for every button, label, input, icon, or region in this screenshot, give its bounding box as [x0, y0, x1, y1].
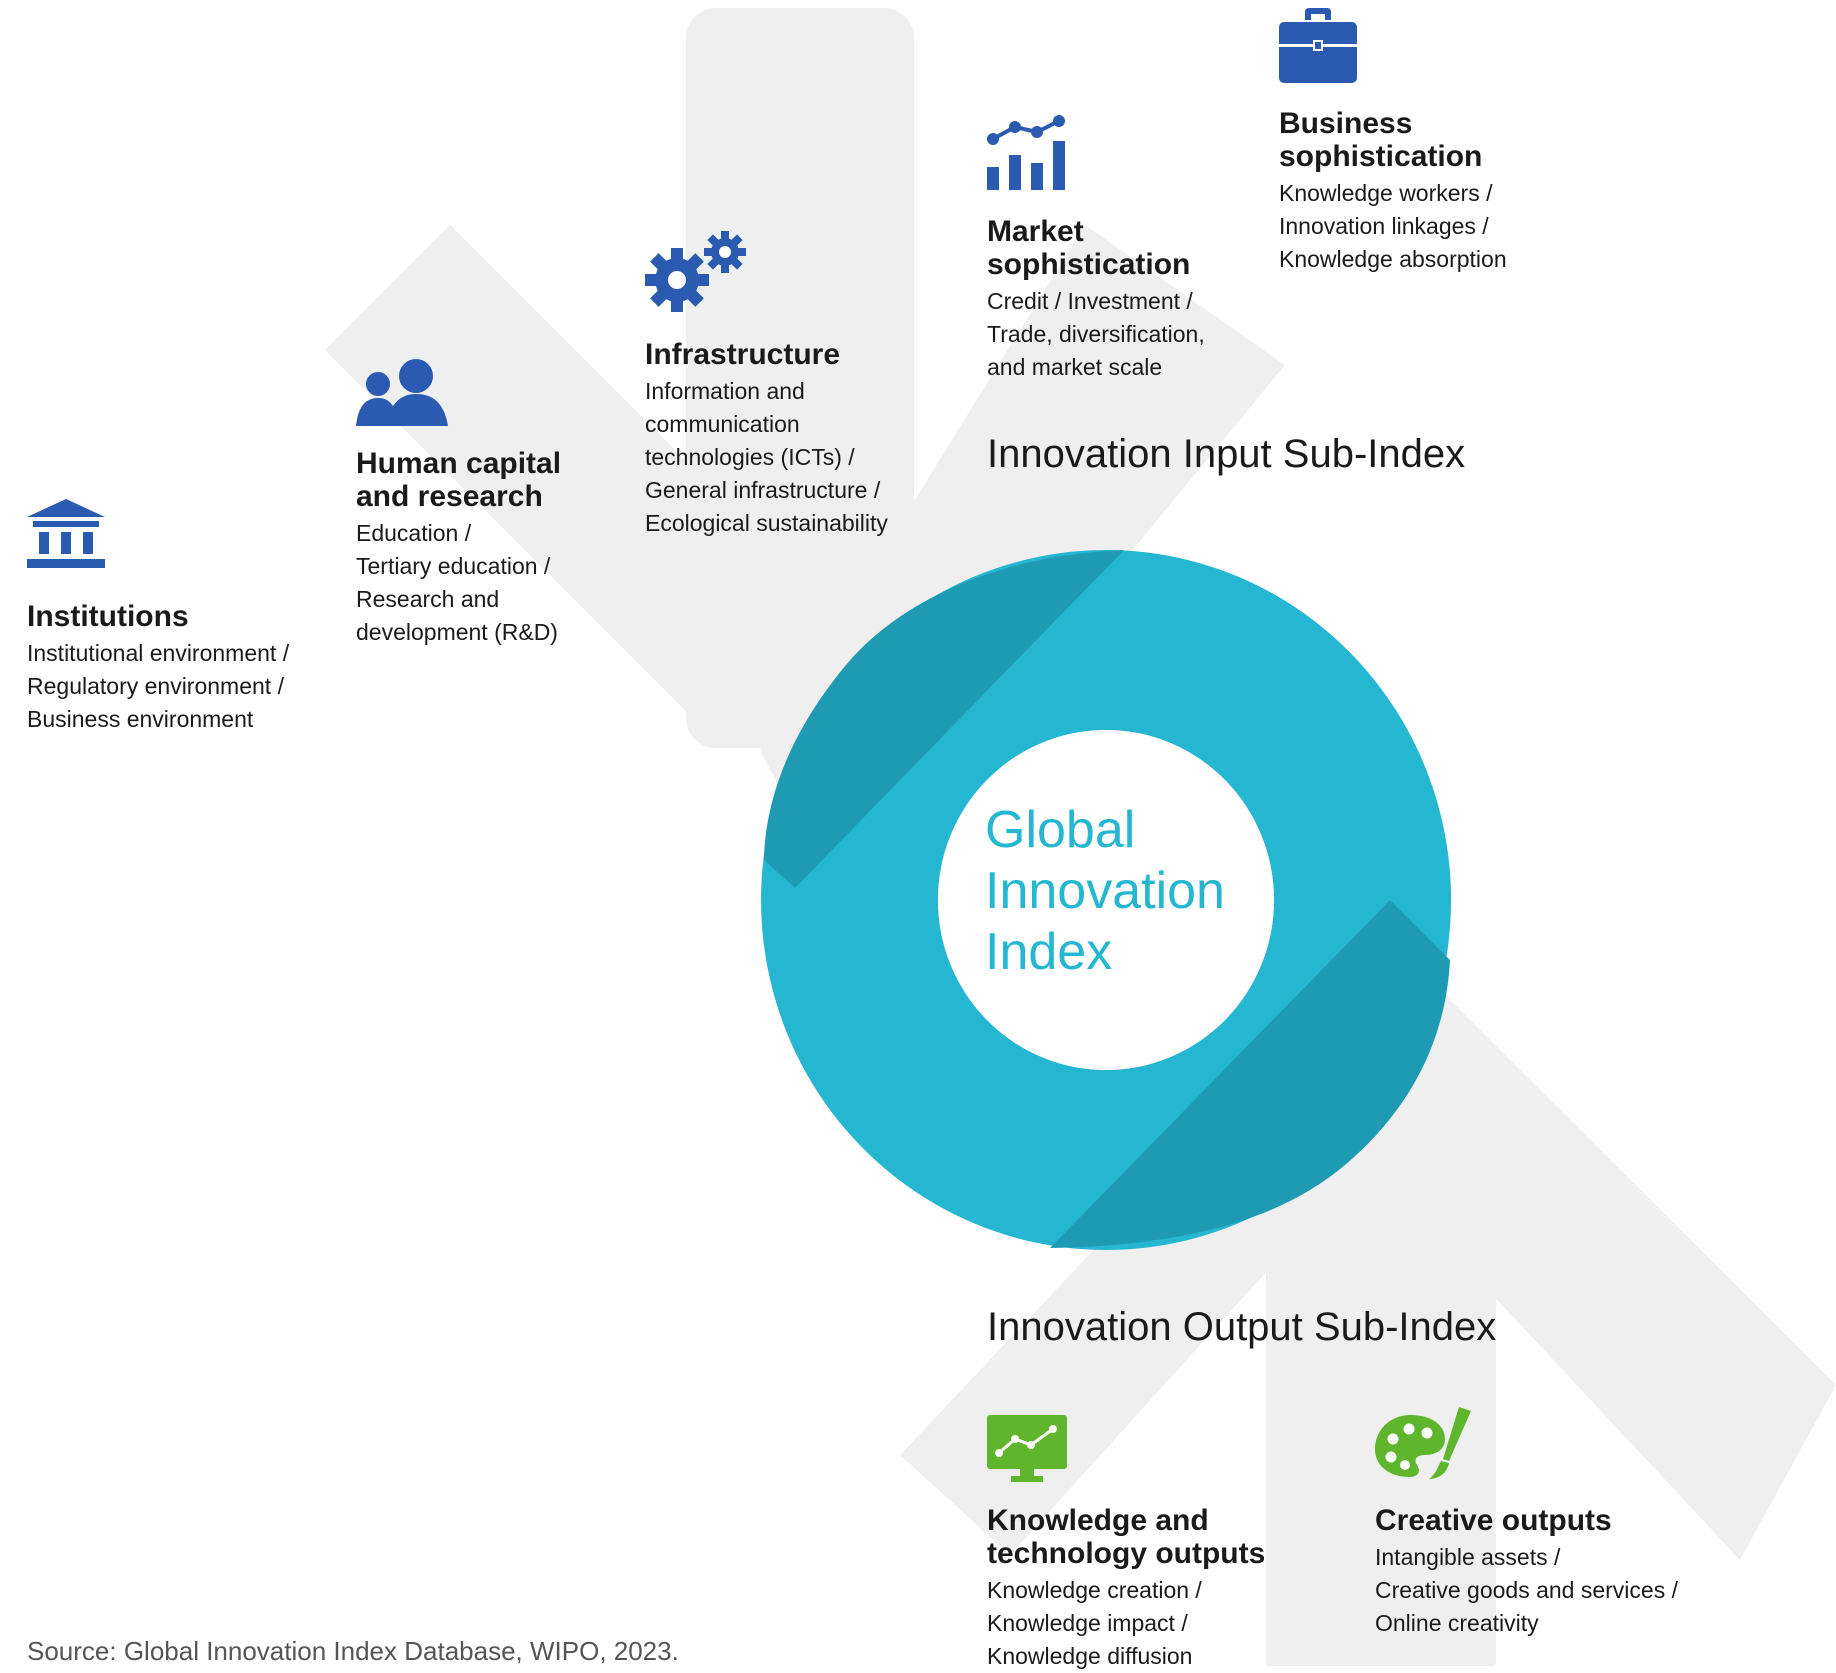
sub-pillar: Intangible assets / — [1375, 1544, 1561, 1570]
ring-group — [761, 550, 1452, 1251]
pillar-title-line: and research — [356, 480, 543, 513]
pillar-title: Infrastructure — [645, 338, 841, 371]
pillar-title: Human capital and research — [356, 447, 561, 513]
pillar-title: Business sophistication — [1279, 107, 1482, 173]
sub-pillar: development (R&D) — [356, 619, 558, 645]
sub-pillar: General infrastructure / — [645, 477, 881, 503]
gears-icon — [645, 231, 746, 312]
sub-pillar: Institutional environment / — [27, 640, 290, 666]
sub-pillar: Ecological sustainability — [645, 510, 888, 536]
sub-pillar: Credit / Investment / — [987, 288, 1193, 314]
sub-pillar: Regulatory environment / — [27, 673, 284, 699]
palette-icon — [1375, 1407, 1471, 1479]
pillar-title-line: Knowledge and — [987, 1504, 1209, 1537]
sub-pillar: Education / — [356, 520, 472, 546]
global-innovation-index-label: Global Innovation Index — [985, 800, 1225, 983]
sub-pillar: Information and — [645, 378, 805, 404]
input-subindex-heading: Innovation Input Sub-Index — [987, 432, 1466, 476]
sub-pillar: communication — [645, 411, 800, 437]
pillar-title-line: Market — [987, 215, 1084, 248]
pillar-title: Institutions — [27, 600, 189, 633]
ring-hole — [938, 730, 1274, 1070]
pillar-sub-pillars: Credit / Investment / Trade, diversifica… — [987, 285, 1205, 384]
sub-pillar: Innovation linkages / — [1279, 213, 1489, 239]
sub-pillar: Trade, diversification, — [987, 321, 1205, 347]
source-note: Source: Global Innovation Index Database… — [27, 1636, 679, 1666]
sub-pillar: Research and — [356, 586, 500, 612]
pillar-sub-pillars: Knowledge workers / Innovation linkages … — [1279, 177, 1507, 276]
center-label-line: Innovation — [985, 862, 1225, 920]
center-label-line: Index — [985, 923, 1113, 981]
sub-pillar: Business environment — [27, 706, 254, 732]
sub-pillar: Knowledge workers / — [1279, 180, 1493, 206]
pillar-title-line: technology outputs — [987, 1537, 1266, 1570]
sub-pillar: Tertiary education / — [356, 553, 551, 579]
pillar-sub-pillars: Institutional environment / Regulatory e… — [27, 637, 289, 736]
sub-pillar: technologies (ICTs) / — [645, 444, 855, 470]
band-output-diagonal-right — [1320, 960, 1836, 1560]
pillar-sub-pillars: Education / Tertiary education / Researc… — [356, 517, 558, 649]
pillar-title: Creative outputs — [1375, 1504, 1612, 1537]
sub-pillar: Knowledge diffusion — [987, 1643, 1193, 1669]
people-icon — [356, 359, 448, 426]
briefcase-icon — [1279, 8, 1357, 83]
center-label-line: Global — [985, 801, 1136, 859]
pillar-title-line: Business — [1279, 107, 1413, 140]
sub-pillar: and market scale — [987, 354, 1163, 380]
pillar-title: Market sophistication — [987, 215, 1190, 281]
pillar-title-line: sophistication — [987, 248, 1191, 281]
institution-icon — [27, 499, 105, 568]
ring-overlap-input — [764, 550, 1124, 888]
sub-pillar: Knowledge impact / — [987, 1610, 1188, 1636]
pillar-title-line: sophistication — [1279, 140, 1483, 173]
sub-pillar: Knowledge creation / — [987, 1577, 1202, 1603]
bar-chart-icon — [987, 115, 1065, 190]
ring-overlap-output — [1050, 900, 1450, 1248]
sub-pillar: Knowledge absorption — [1279, 246, 1507, 272]
sub-pillar: Online creativity — [1375, 1610, 1539, 1636]
pillar-sub-pillars: Intangible assets / Creative goods and s… — [1375, 1541, 1678, 1640]
output-subindex-heading: Innovation Output Sub-Index — [987, 1305, 1497, 1349]
pillar-sub-pillars: Knowledge creation / Knowledge impact / … — [987, 1574, 1202, 1673]
pillar-title: Knowledge and technology outputs — [987, 1504, 1265, 1570]
sub-pillar: Creative goods and services / — [1375, 1577, 1678, 1603]
band-infrastructure-vertical — [686, 8, 914, 748]
pillar-title-line: Human capital — [356, 447, 562, 480]
monitor-chart-icon — [987, 1415, 1067, 1482]
pillar-sub-pillars: Information and communication technologi… — [645, 375, 888, 540]
